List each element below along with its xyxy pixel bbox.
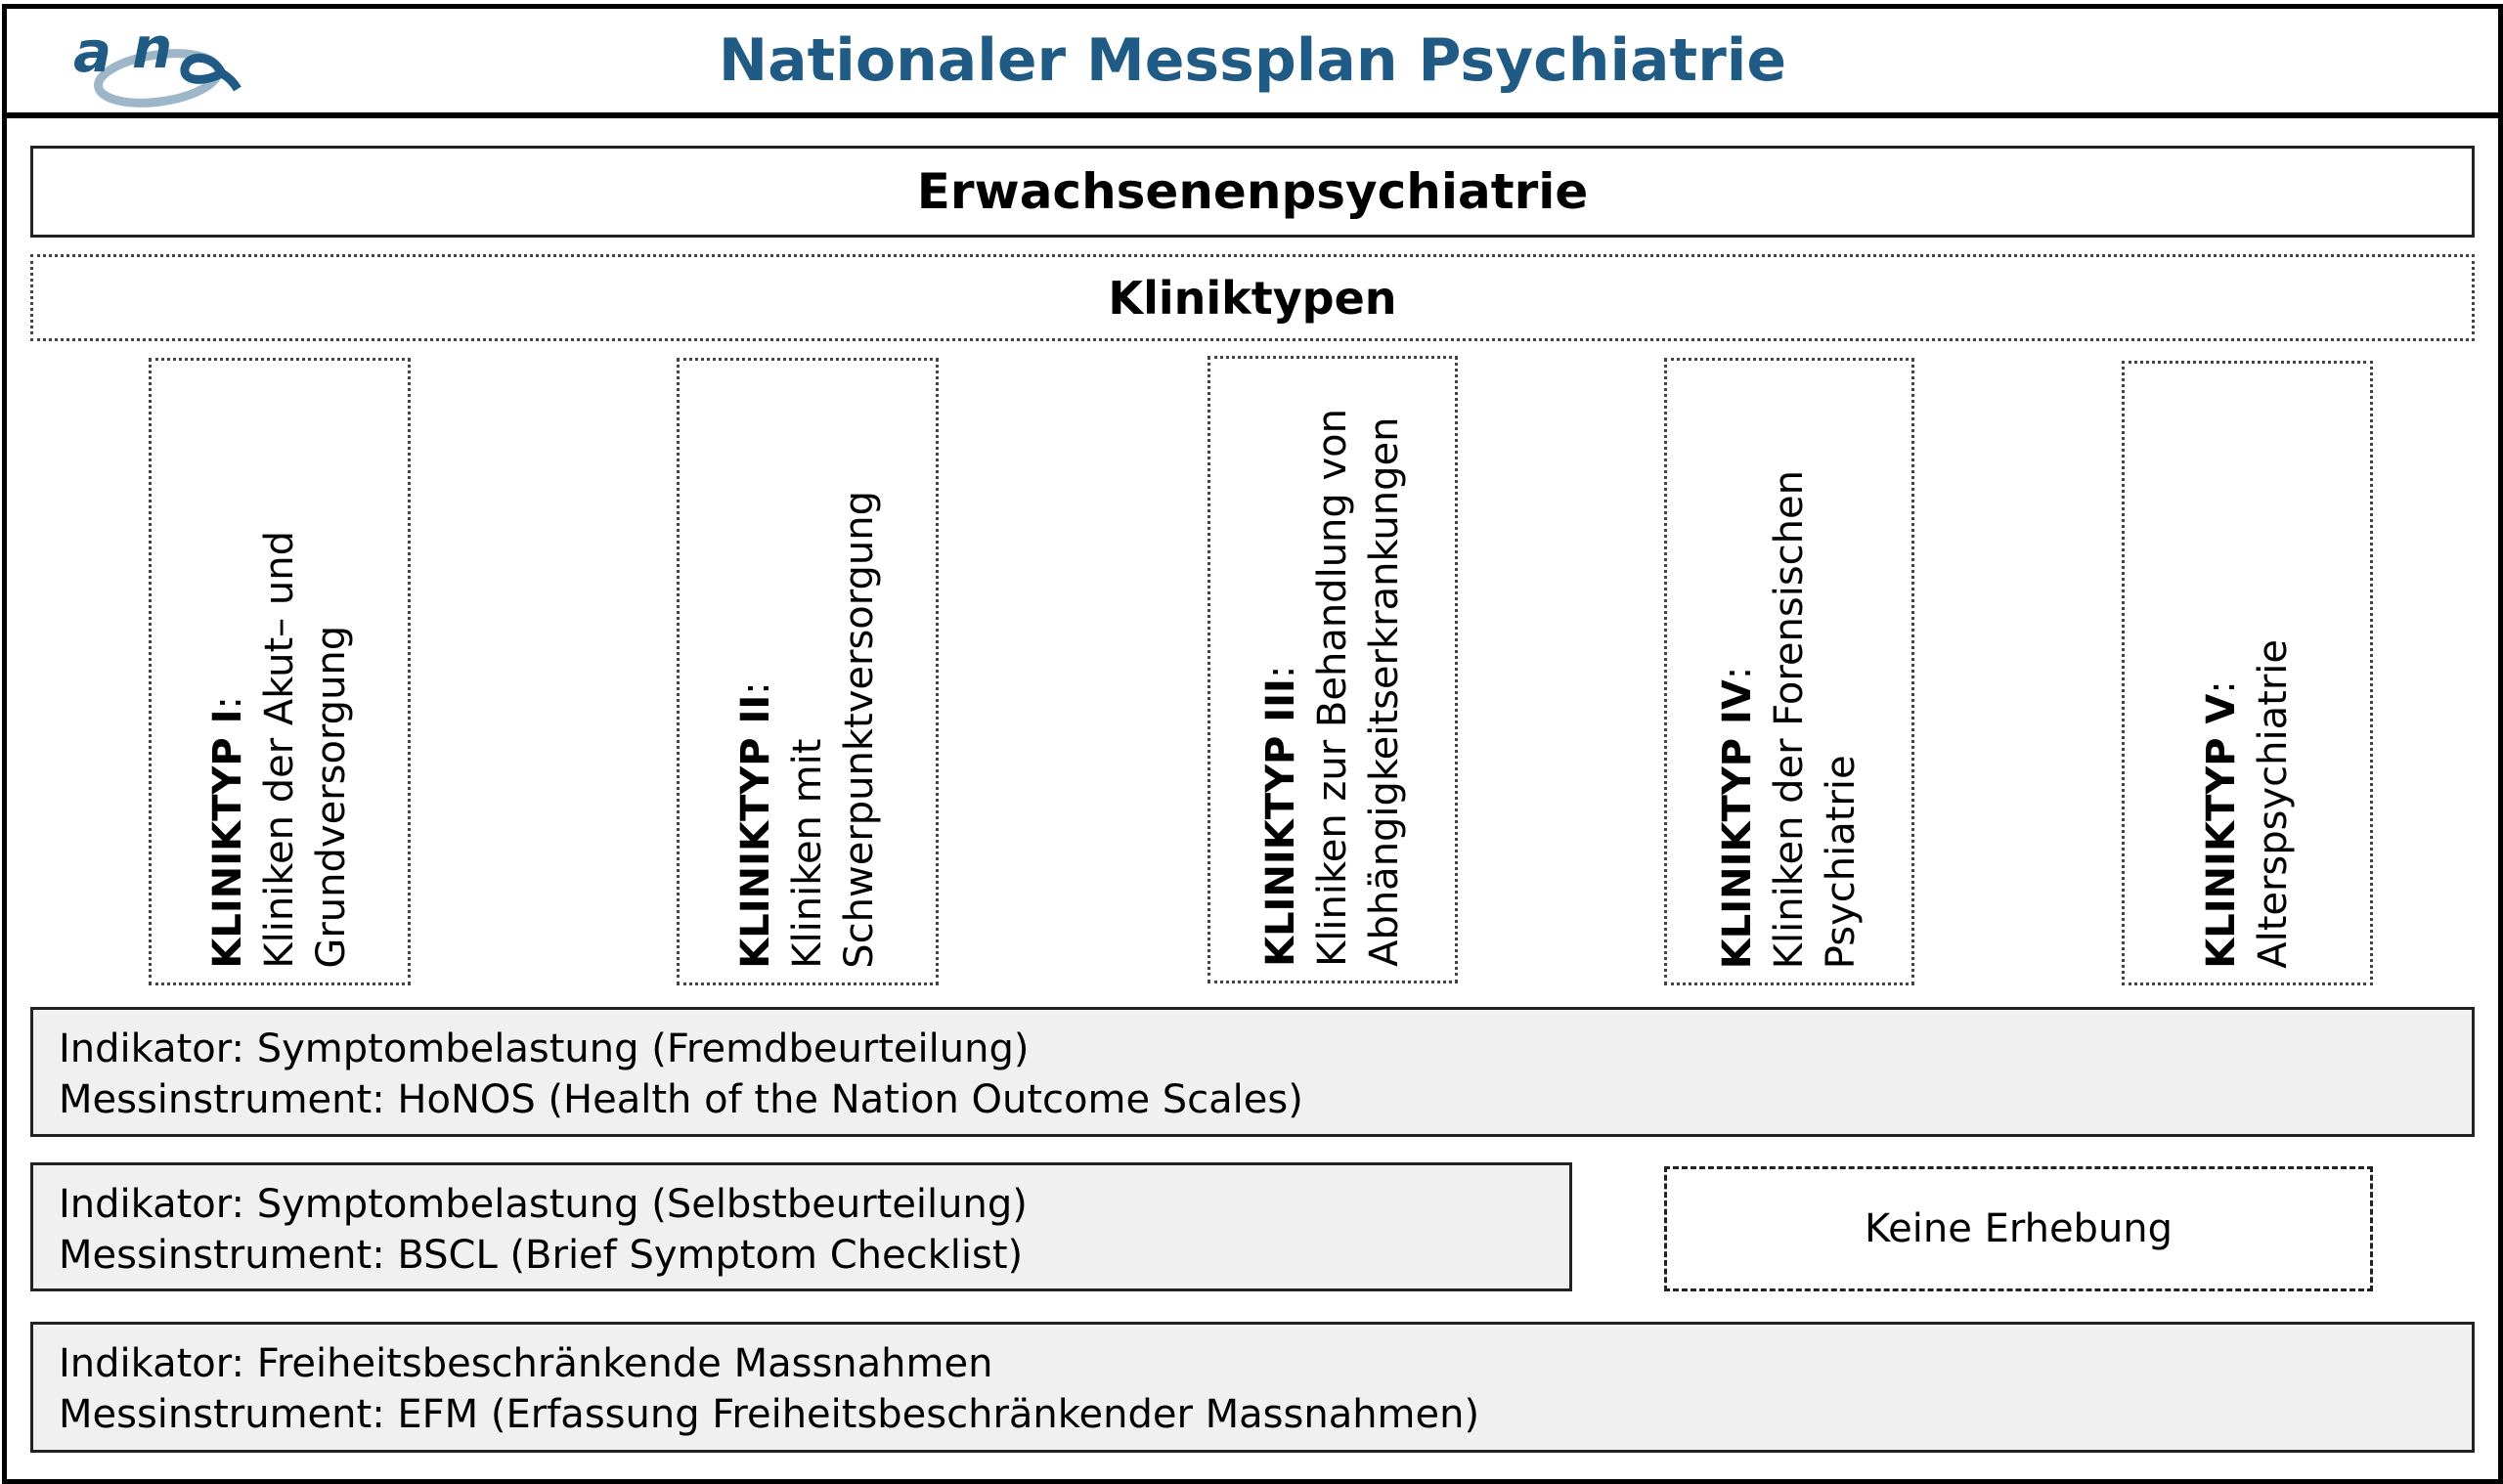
indicator-label: Indikator: Symptombelastung (Selbstbeurt… xyxy=(59,1182,1028,1227)
separator: : xyxy=(204,696,250,710)
kliniktyp-desc: Abhängigkeitserkrankungen xyxy=(1361,416,1407,967)
section-title: Erwachsenenpsychiatrie xyxy=(916,163,1589,220)
kliniktypen-title: Kliniktypen xyxy=(1108,271,1397,325)
separator: : xyxy=(2198,680,2244,694)
instrument-label: Messinstrument: EFM (Erfassung Freiheits… xyxy=(59,1392,1480,1437)
kliniktyp-desc: Grundversorgung xyxy=(308,626,354,969)
instrument-label: Messinstrument: BSCL (Brief Symptom Chec… xyxy=(59,1233,1024,1278)
no-survey-label: Keine Erhebung xyxy=(1864,1206,2174,1251)
kliniktyp-label: KLINIKTYP III xyxy=(1257,678,1303,967)
kliniktyp-desc: Kliniken mit xyxy=(784,738,830,969)
kliniktyp-label: KLINIKTYP I xyxy=(204,709,250,969)
indicator-label: Indikator: Symptombelastung (Fremdbeurte… xyxy=(59,1026,1030,1071)
separator: : xyxy=(1714,666,1760,679)
page-title: Nationaler Messplan Psychiatrie xyxy=(718,26,1787,95)
anq-logo: a n xyxy=(73,24,242,108)
svg-text:n: n xyxy=(132,24,172,81)
indicator-efm: Indikator: Freiheitsbeschränkende Massna… xyxy=(30,1322,2475,1453)
kliniktyp-5: KLINIKTYP V: Alterspsychiatrie xyxy=(2122,361,2373,985)
kliniktyp-desc: Kliniken der Akut– und xyxy=(256,531,302,969)
kliniktyp-desc: Kliniken der Forensischen xyxy=(1766,469,1812,969)
kliniktyp-desc: Psychiatrie xyxy=(1818,755,1864,969)
indicator-label: Indikator: Freiheitsbeschränkende Massna… xyxy=(59,1341,993,1386)
indicator-honos: Indikator: Symptombelastung (Fremdbeurte… xyxy=(30,1007,2475,1137)
kliniktyp-label: KLINIKTYP V xyxy=(2198,693,2244,969)
kliniktyp-desc: Kliniken zur Behandlung von xyxy=(1309,409,1355,967)
indicator-bscl: Indikator: Symptombelastung (Selbstbeurt… xyxy=(30,1162,1572,1291)
no-survey-box: Keine Erhebung xyxy=(1664,1166,2373,1291)
kliniktyp-desc: Schwerpunktversorgung xyxy=(836,491,882,969)
separator: : xyxy=(1257,665,1303,679)
svg-text:a: a xyxy=(73,24,111,85)
instrument-label: Messinstrument: HoNOS (Health of the Nat… xyxy=(59,1077,1303,1122)
header: a n Nationaler Messplan Psychiatrie xyxy=(2,4,2503,118)
kliniktyp-desc: Alterspsychiatrie xyxy=(2250,639,2296,969)
section-title-box: Erwachsenenpsychiatrie xyxy=(30,146,2475,238)
kliniktyp-label: KLINIKTYP IV xyxy=(1714,678,1760,969)
kliniktypen-header: Kliniktypen xyxy=(30,254,2475,341)
kliniktyp-3: KLINIKTYP III: Kliniken zur Behandlung vo… xyxy=(1208,356,1458,983)
separator: : xyxy=(732,681,778,696)
kliniktyp-label: KLINIKTYP II xyxy=(732,695,778,969)
